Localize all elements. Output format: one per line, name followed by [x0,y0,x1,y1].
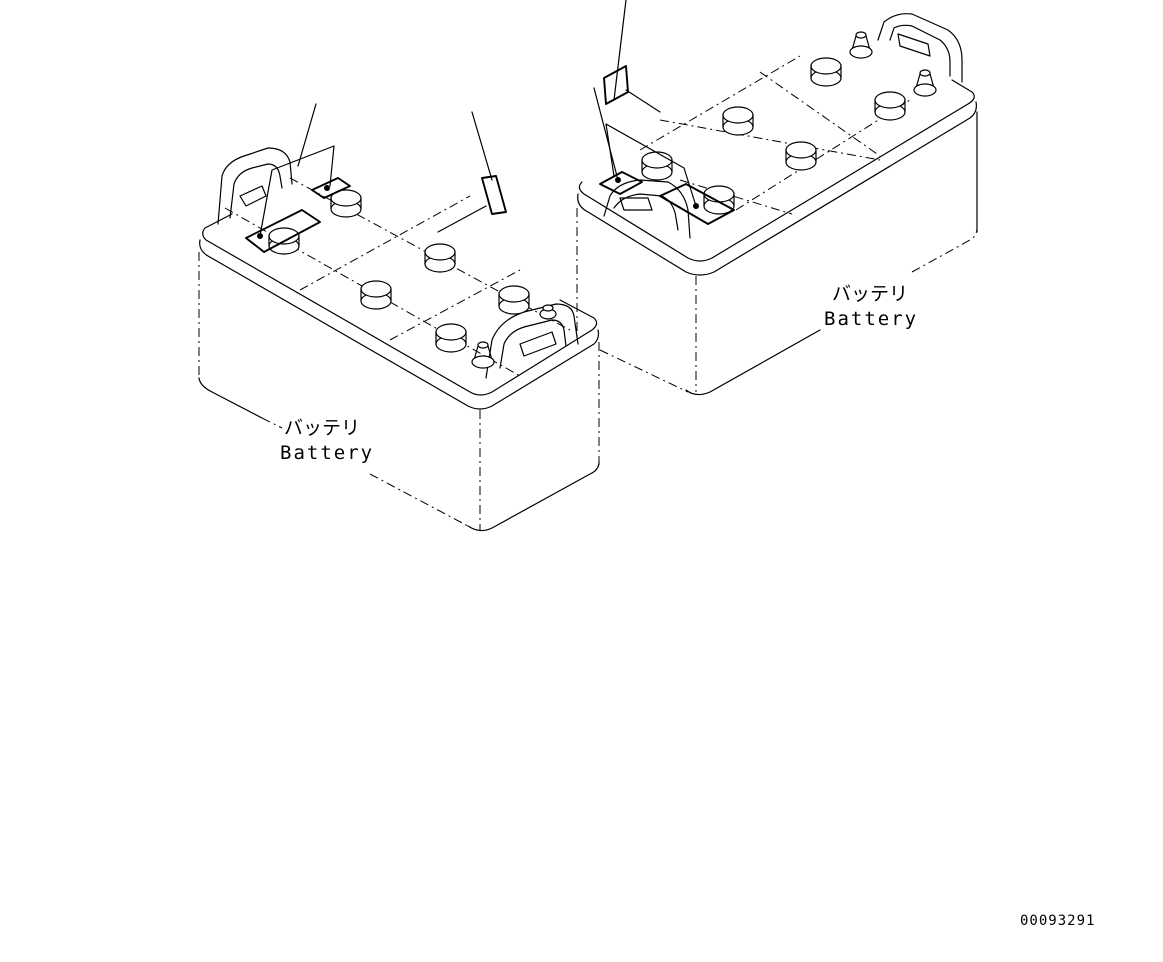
detached-label-leader [471,111,493,181]
battery-left-handle-left-inner [229,163,283,219]
battery-left-label-dot-2 [324,185,330,191]
battery-right-leader-1 [593,87,619,181]
battery-right: バッテリ Battery [576,0,978,396]
cell-cap [641,151,673,181]
battery-left: バッテリ Battery [198,103,600,532]
battery-left-handle-right-slot [519,331,557,357]
battery-right-cell-line-3 [659,119,881,161]
battery-right-handle-front-slot [619,197,653,211]
battery-right-leader-3 [613,0,627,101]
cell-cap [722,106,754,136]
battery-left-cell-line-4 [389,269,521,341]
battery-right-label-small [599,171,643,195]
cell-cap [874,91,906,121]
cell-cap [435,323,467,353]
battery-right-bottom-right [911,227,978,273]
battery-left-terminal-negative [539,304,557,320]
battery-right-handle-back-slot [897,33,931,57]
battery-left-bottom-left [198,377,263,419]
battery-left-label-jp: バッテリ [284,417,360,439]
battery-right-handle-back [877,13,963,83]
battery-left-top-outline [202,213,598,396]
battery-left-bottom-left-dash [261,417,283,429]
battery-right-top-outline [578,79,975,262]
battery-right-label-large [659,183,735,225]
cell-cap [268,227,300,255]
battery-left-bottom-corner [467,461,600,532]
cell-cap [810,57,842,87]
battery-right-cell-caps [641,57,906,215]
cell-cap [785,141,817,171]
battery-left-label-en: Battery [280,442,374,464]
battery-right-terminal-positive [849,31,873,59]
battery-right-label-jp: バッテリ [832,283,908,305]
battery-left-cell-caps [268,189,530,353]
battery-left-leader-2 [297,103,317,167]
battery-right-top-rim [577,101,977,276]
cell-cap [703,185,735,215]
battery-right-cell-line-5 [679,179,793,215]
battery-left-handle-right-inner [499,319,567,369]
battery-left-label-small [311,177,351,199]
battery-right-label-pointer [625,89,661,113]
cell-cap [498,285,530,315]
drawing-number: 00093291 [1020,913,1095,929]
battery-right-bottom-corner [685,329,821,396]
cell-cap [330,189,362,218]
battery-left-label-large [245,209,321,253]
battery-left-handle-right [485,303,579,379]
battery-right-leader-2 [605,123,697,207]
battery-left-handle-left [217,147,293,225]
cell-cap [424,243,456,273]
battery-left-top-rim [199,239,600,410]
battery-right-bottom-left [599,349,689,393]
battery-right-handle-back-inner [889,24,951,77]
battery-right-label-en: Battery [824,308,918,330]
cell-cap [360,280,392,310]
battery-left-bottom-front [369,473,469,527]
battery-left-cell-line-3 [299,195,471,291]
battery-left-terminal-positive [471,341,495,369]
battery-right-cell-line-1 [639,55,801,151]
battery-right-terminal-negative [913,69,937,97]
battery-right-handle-front-inner [613,193,679,231]
detached-label-square [481,175,507,215]
battery-left-handle-left-slot [239,185,267,207]
detached-label-pointer [437,205,487,233]
battery-left-leader-1 [259,145,335,237]
battery-right-cell-line-4 [759,71,881,157]
